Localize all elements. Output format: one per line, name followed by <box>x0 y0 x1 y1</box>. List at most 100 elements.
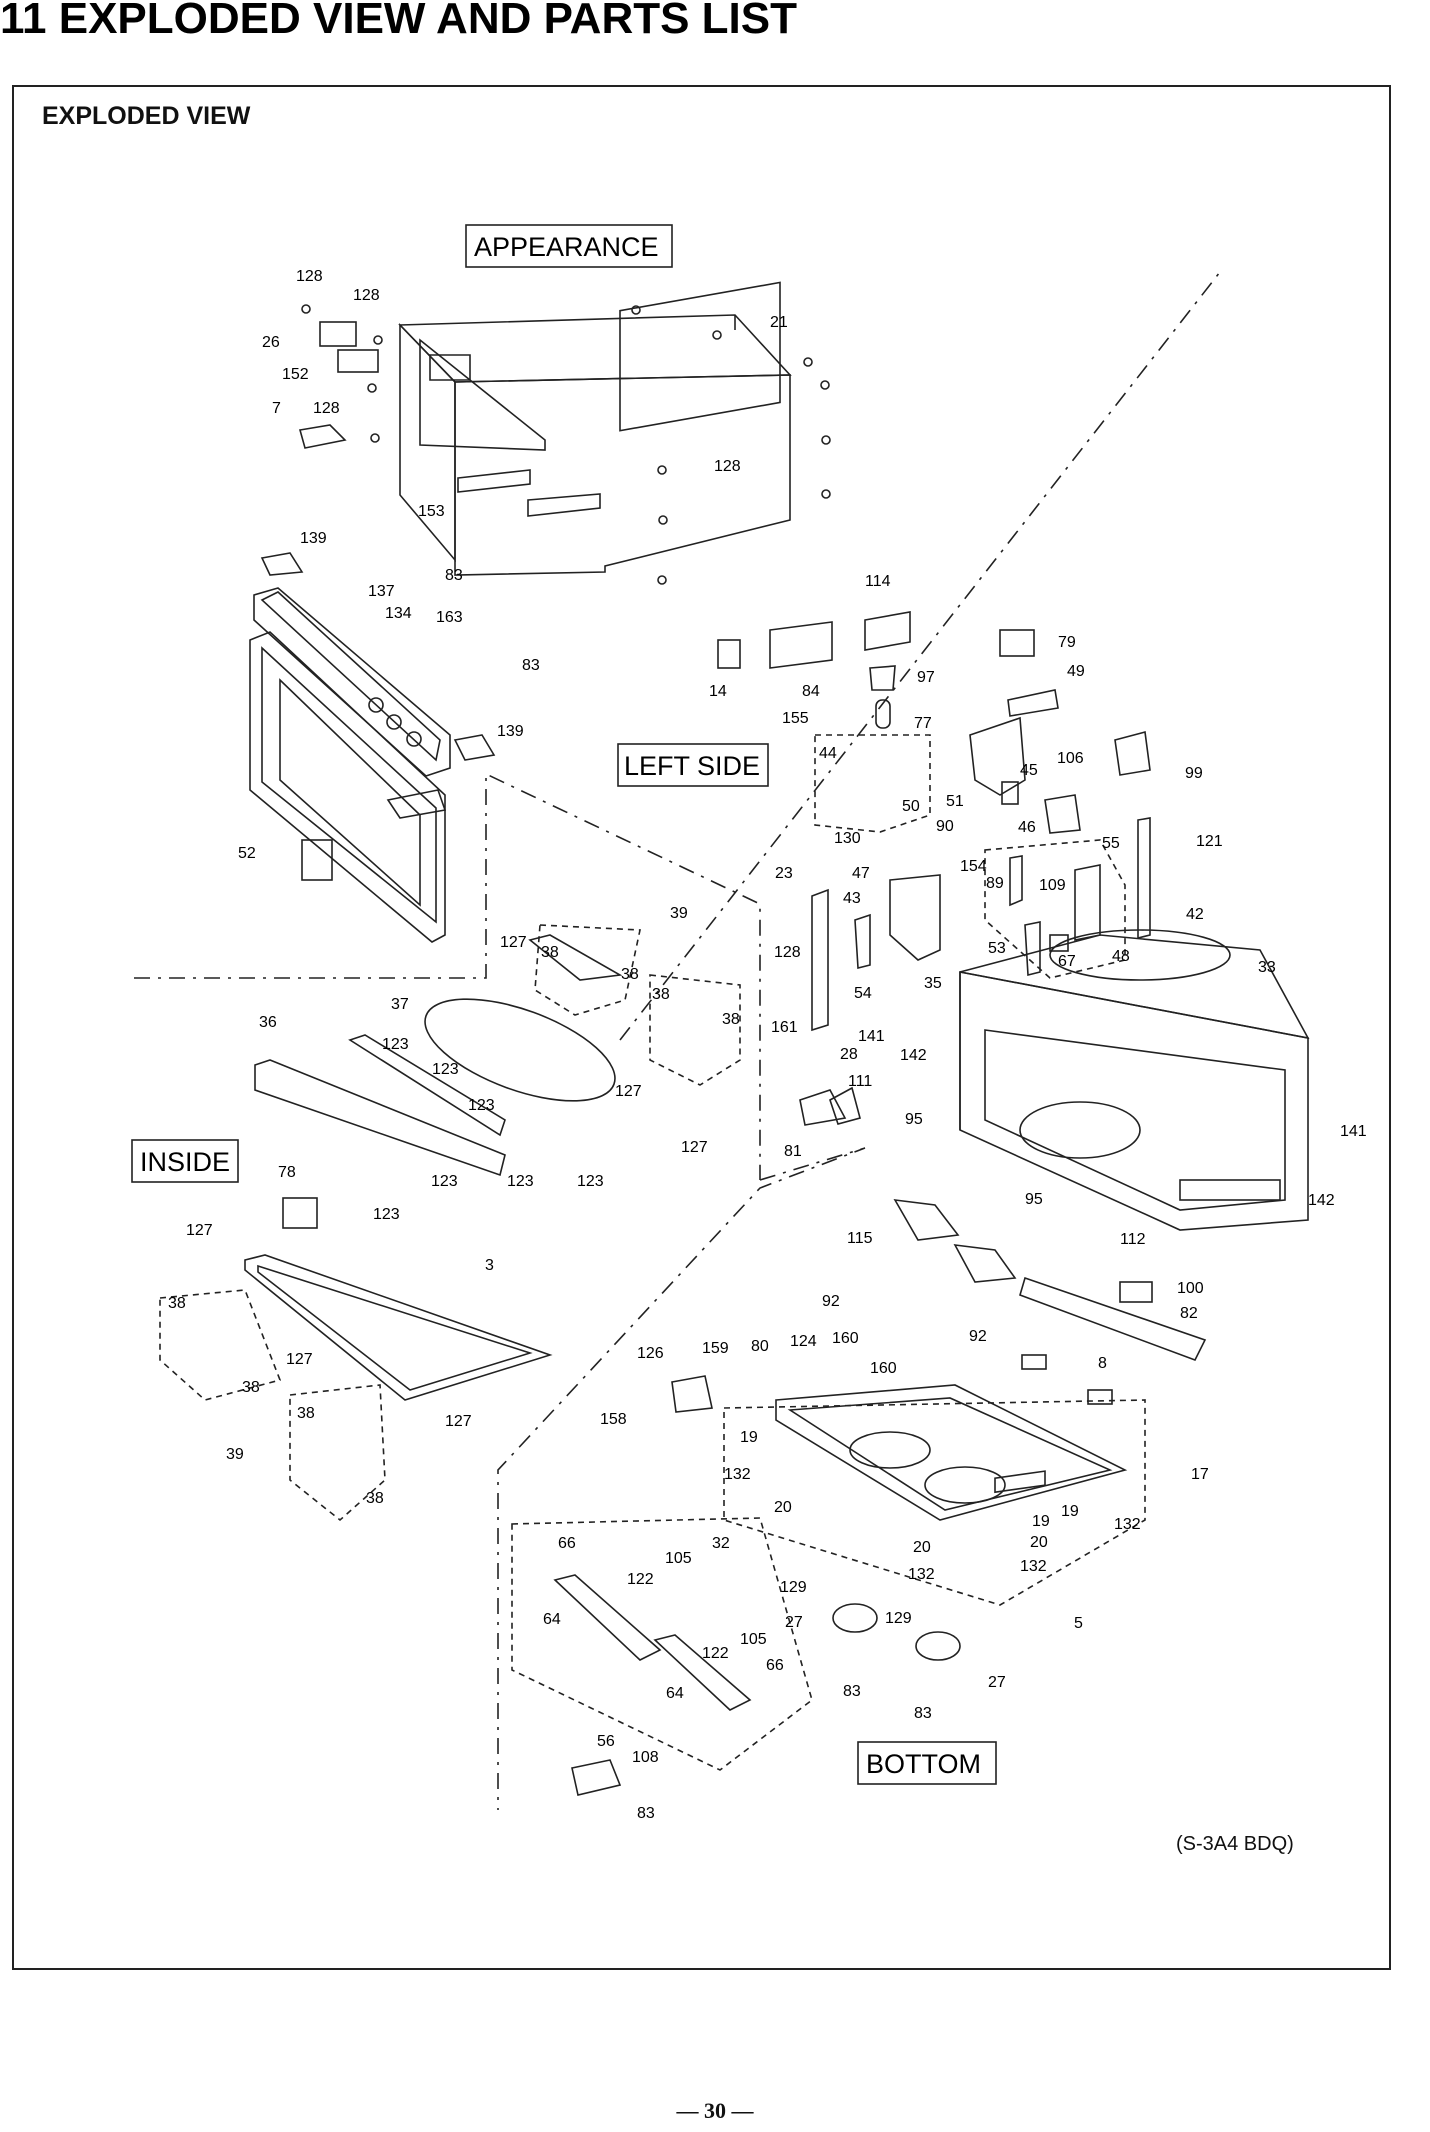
part-8b <box>1087 1389 1113 1405</box>
callout-left-side-39: 81 <box>784 1143 802 1160</box>
part-45 <box>969 716 1026 796</box>
callout-inside-2: 38 <box>541 944 559 961</box>
callout-bottom-12: 158 <box>600 1411 627 1428</box>
callout-inside-15: 123 <box>577 1173 604 1190</box>
part-64-bracket-b <box>653 1634 752 1711</box>
callout-appearance-15: 139 <box>497 723 524 740</box>
callout-bottom-8: 126 <box>637 1345 664 1362</box>
part-23 <box>811 888 829 1032</box>
callout-inside-24: 127 <box>445 1413 472 1430</box>
part-115b <box>953 1244 1017 1283</box>
part-77 <box>875 699 891 729</box>
group-label-bottom: BOTTOM <box>866 1749 981 1779</box>
part-27a <box>832 1603 878 1633</box>
callout-appearance-16: 52 <box>238 845 256 862</box>
part-152 <box>337 349 379 373</box>
part-139a <box>260 552 304 576</box>
callout-bottom-26: 122 <box>627 1571 654 1588</box>
part-115a <box>893 1199 960 1241</box>
part-37-cover <box>424 998 616 1102</box>
callout-inside-9: 127 <box>615 1083 642 1100</box>
part-108 <box>571 1759 622 1796</box>
divider-appearance-leftside <box>619 271 1221 1041</box>
callout-left-side-17: 154 <box>960 858 987 875</box>
callout-appearance-2: 26 <box>262 334 280 351</box>
callout-left-side-10: 99 <box>1185 765 1203 782</box>
cabinet-case <box>398 281 792 576</box>
callout-inside-21: 127 <box>286 1351 313 1368</box>
part-17-base <box>775 1384 1128 1521</box>
callout-bottom-10: 80 <box>751 1338 769 1355</box>
callout-left-side-41: 95 <box>1025 1191 1043 1208</box>
callout-bottom-22: 20 <box>1030 1534 1048 1551</box>
left-side-label-box <box>617 743 769 787</box>
callout-bottom-2: 92 <box>822 1293 840 1310</box>
callout-inside-12: 127 <box>681 1139 708 1156</box>
part-84 <box>769 621 833 669</box>
callout-left-side-16: 130 <box>834 830 861 847</box>
part-89 <box>1009 855 1023 907</box>
page-number: — 30 — <box>676 2098 754 2123</box>
callout-left-side-42: 142 <box>1308 1192 1335 1209</box>
subgroup-56 <box>511 1517 813 1771</box>
callout-appearance-8: 153 <box>418 503 445 520</box>
subgroup-bottom-feet <box>723 1399 1146 1606</box>
part-53 <box>1024 921 1041 977</box>
part-14 <box>717 639 741 669</box>
callout-left-side-35: 28 <box>840 1046 858 1063</box>
callout-inside-16: 78 <box>278 1164 296 1181</box>
callout-left-side-0: 114 <box>865 573 891 590</box>
callout-bottom-36: 83 <box>843 1683 861 1700</box>
callout-left-side-1: 79 <box>1058 634 1076 651</box>
callout-left-side-2: 49 <box>1067 663 1085 680</box>
part-111 <box>829 1086 861 1125</box>
callout-left-side-20: 121 <box>1196 833 1223 850</box>
callout-bottom-23: 20 <box>913 1539 931 1556</box>
callout-left-side-3: 14 <box>709 683 727 700</box>
callout-bottom-1: 100 <box>1177 1280 1204 1297</box>
appearance-label-box <box>465 224 673 268</box>
callout-left-side-23: 89 <box>986 875 1004 892</box>
callout-left-side-6: 77 <box>914 715 932 732</box>
callout-bottom-24: 105 <box>665 1550 692 1567</box>
callout-left-side-18: 47 <box>852 865 870 882</box>
callout-bottom-34: 122 <box>702 1645 729 1662</box>
callout-left-side-14: 90 <box>936 818 954 835</box>
callout-bottom-38: 64 <box>666 1685 684 1702</box>
inside-parts <box>159 924 741 1522</box>
callout-inside-5: 38 <box>652 986 670 1003</box>
callout-left-side-8: 44 <box>819 745 837 762</box>
callout-bottom-17: 19 <box>1032 1513 1050 1530</box>
callout-left-side-19: 55 <box>1102 835 1120 852</box>
callout-left-side-25: 42 <box>1186 906 1204 923</box>
callout-inside-11: 123 <box>468 1097 495 1114</box>
part-82 <box>1019 1276 1207 1361</box>
callout-appearance-11: 137 <box>368 583 395 600</box>
callout-bottom-33: 105 <box>740 1631 767 1648</box>
subgroup-154 <box>984 839 1126 979</box>
callout-left-side-15: 46 <box>1018 819 1036 836</box>
part-100 <box>1119 1281 1153 1303</box>
callout-bottom-42: 83 <box>637 1805 655 1822</box>
subgroup-39-left-a <box>159 1289 282 1401</box>
callout-appearance-4: 7 <box>272 400 281 417</box>
diagram-frame <box>12 85 1391 1970</box>
callout-bottom-35: 66 <box>766 1657 784 1674</box>
callout-left-side-38: 95 <box>905 1111 923 1128</box>
callout-inside-14: 123 <box>507 1173 534 1190</box>
callout-bottom-27: 129 <box>780 1579 807 1596</box>
callout-appearance-10: 83 <box>445 567 463 584</box>
part-7 <box>298 424 347 449</box>
callout-left-side-26: 128 <box>774 944 801 961</box>
callout-bottom-3: 82 <box>1180 1305 1198 1322</box>
part-97 <box>869 665 896 691</box>
callout-bottom-9: 159 <box>702 1340 729 1357</box>
inside-label-box <box>131 1139 239 1183</box>
callout-left-side-4: 84 <box>802 683 820 700</box>
part-153a <box>457 469 531 493</box>
callout-left-side-29: 48 <box>1112 948 1130 965</box>
